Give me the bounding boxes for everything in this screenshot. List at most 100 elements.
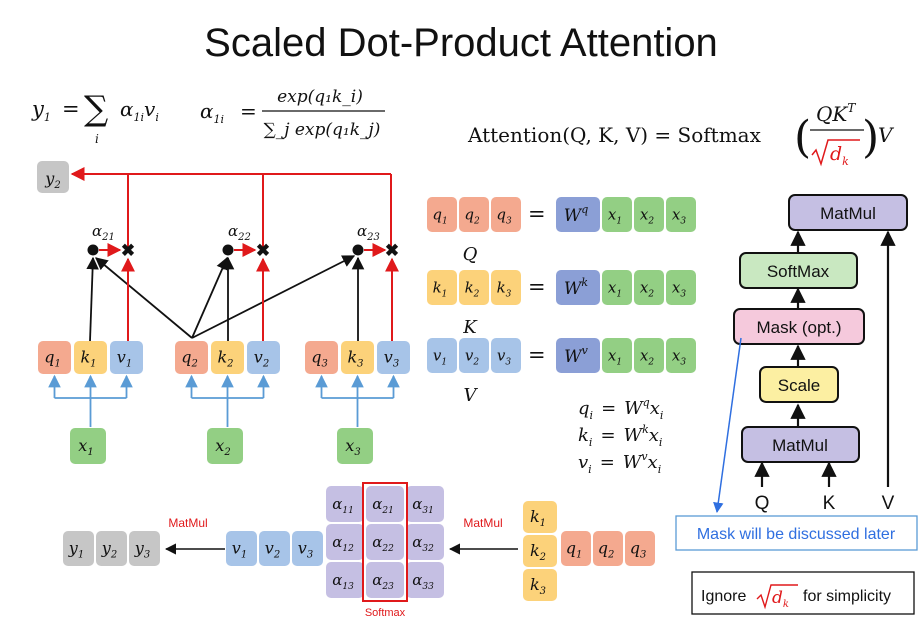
svg-text:Scale: Scale xyxy=(778,376,821,395)
query-q2: q2 xyxy=(593,531,623,566)
svg-text:Ignore: Ignore xyxy=(701,588,746,605)
alpha-cell-2-0: α13 xyxy=(326,562,364,598)
svg-text:v1: v1 xyxy=(433,347,447,368)
svg-text:α11: α11 xyxy=(332,495,354,516)
svg-text:v2: v2 xyxy=(465,347,479,368)
svg-text:v1: v1 xyxy=(232,539,247,561)
proj-V-lhs-1: v1 xyxy=(427,338,457,373)
value-v3: v3 xyxy=(292,531,323,566)
projection-definitions: qi=Wqxi ki=Wkxi vi=Wvxi xyxy=(578,396,663,476)
result-y3: y3 xyxy=(129,531,160,566)
svg-text:Wq: Wq xyxy=(564,203,589,226)
alpha-23-label: α23 xyxy=(357,222,380,243)
svg-text:∑_j exp(q₁k_j): ∑_j exp(q₁k_j) xyxy=(264,120,381,140)
svg-text:i: i xyxy=(95,132,99,146)
svg-text:k2: k2 xyxy=(465,279,480,300)
page-title: Scaled Dot-Product Attention xyxy=(204,21,718,65)
svg-text:SoftMax: SoftMax xyxy=(767,262,830,281)
proj-V-name: V xyxy=(464,385,479,406)
proj-V-x-2: x2 xyxy=(634,338,664,373)
matmul-left-label: MatMul xyxy=(168,516,207,530)
svg-text:V: V xyxy=(878,123,895,147)
proj-K-weight: Wk xyxy=(556,270,600,305)
proj-Q-x-3: x3 xyxy=(666,197,696,232)
x3-box: x3 xyxy=(337,428,373,464)
key-k3: k3 xyxy=(523,569,557,601)
svg-text:k2: k2 xyxy=(217,348,233,370)
flow-mask xyxy=(733,308,865,345)
result-y2: y2 xyxy=(96,531,127,566)
attention-flowchart: MatMul SoftMax Mask (opt.) Scale MatMul … xyxy=(733,194,908,514)
svg-text:Wk: Wk xyxy=(564,276,588,299)
proj-K-x-2: x2 xyxy=(634,270,664,305)
svg-text:Attention(Q, K, V) = Softmax: Attention(Q, K, V) = Softmax xyxy=(467,123,762,147)
svg-text:v2: v2 xyxy=(254,348,269,370)
svg-text:x2: x2 xyxy=(215,436,230,458)
mask-note: Mask will be discussed later xyxy=(675,515,918,551)
y-sum-formula: y1 = ∑ i α1ivi xyxy=(31,89,159,146)
key-k1: k1 xyxy=(523,501,557,533)
proj-K-lhs-2: k2 xyxy=(459,270,489,305)
value-v1: v1 xyxy=(226,531,257,566)
proj-K-lhs-3: k3 xyxy=(491,270,521,305)
proj-K-name: K xyxy=(462,317,478,338)
proj-K-x-3: x3 xyxy=(666,270,696,305)
alpha-21-label: α21 xyxy=(92,222,115,243)
proj-Q-weight: Wq xyxy=(556,197,600,232)
svg-text:QKT: QKT xyxy=(816,101,856,126)
softmax-column-highlight xyxy=(362,482,408,602)
q2-box: q2 xyxy=(175,341,208,374)
svg-text:Mask (opt.): Mask (opt.) xyxy=(756,318,841,337)
proj-V-lhs-2: v2 xyxy=(459,338,489,373)
proj-V-lhs-3: v3 xyxy=(491,338,521,373)
x2-box: x2 xyxy=(207,428,243,464)
svg-text:q1: q1 xyxy=(432,206,447,227)
svg-text:✖: ✖ xyxy=(256,241,270,260)
flow-softmax xyxy=(739,252,858,289)
alpha-cell-2-2: α33 xyxy=(406,562,444,598)
alpha-cell-0-1: α21 xyxy=(366,486,404,522)
svg-text:α1i: α1i xyxy=(200,99,224,126)
svg-text:MatMul: MatMul xyxy=(820,204,876,223)
result-y1: y1 xyxy=(63,531,94,566)
svg-text:α31: α31 xyxy=(412,495,434,516)
flow-input-q: Q xyxy=(755,493,770,514)
svg-text:q1: q1 xyxy=(566,539,583,561)
proj-Q-name: Q xyxy=(463,244,478,265)
svg-text:dk: dk xyxy=(830,143,849,168)
svg-text:dk: dk xyxy=(772,588,789,610)
svg-text:∑: ∑ xyxy=(84,89,108,129)
key-k2: k2 xyxy=(523,535,557,567)
svg-text:x2: x2 xyxy=(640,279,654,300)
flow-matmul-top xyxy=(788,194,908,231)
ignore-note: Ignore dk for simplicity xyxy=(691,571,915,615)
svg-text:=: = xyxy=(240,99,257,123)
svg-text:α22: α22 xyxy=(372,533,394,554)
alpha-cell-1-2: α32 xyxy=(406,524,444,560)
svg-text:Mask will be discussed later: Mask will be discussed later xyxy=(697,526,896,543)
svg-text:v3: v3 xyxy=(298,539,313,561)
v1-box: v1 xyxy=(110,341,143,374)
svg-text:): ) xyxy=(862,112,879,163)
svg-text:x3: x3 xyxy=(672,347,686,368)
svg-text:α23: α23 xyxy=(372,571,394,592)
svg-text:y2: y2 xyxy=(44,169,60,191)
svg-text:✖: ✖ xyxy=(385,241,399,260)
svg-text:x3: x3 xyxy=(672,279,686,300)
svg-text:x1: x1 xyxy=(608,347,622,368)
proj-Q-x-1: x1 xyxy=(602,197,632,232)
proj-K-lhs-1: k1 xyxy=(427,270,457,305)
svg-text:v2: v2 xyxy=(265,539,280,561)
query-q3: q3 xyxy=(625,531,655,566)
svg-text:x1: x1 xyxy=(78,436,93,458)
proj-V-x-1: x1 xyxy=(602,338,632,373)
svg-text:q3: q3 xyxy=(496,206,512,227)
svg-text:v1: v1 xyxy=(117,348,132,370)
svg-text:✖: ✖ xyxy=(121,241,135,260)
k2-box: k2 xyxy=(211,341,244,374)
proj-K-x-1: x1 xyxy=(602,270,632,305)
alpha-cell-2-1: α23 xyxy=(366,562,404,598)
v3-box: v3 xyxy=(377,341,410,374)
value-v2: v2 xyxy=(259,531,290,566)
